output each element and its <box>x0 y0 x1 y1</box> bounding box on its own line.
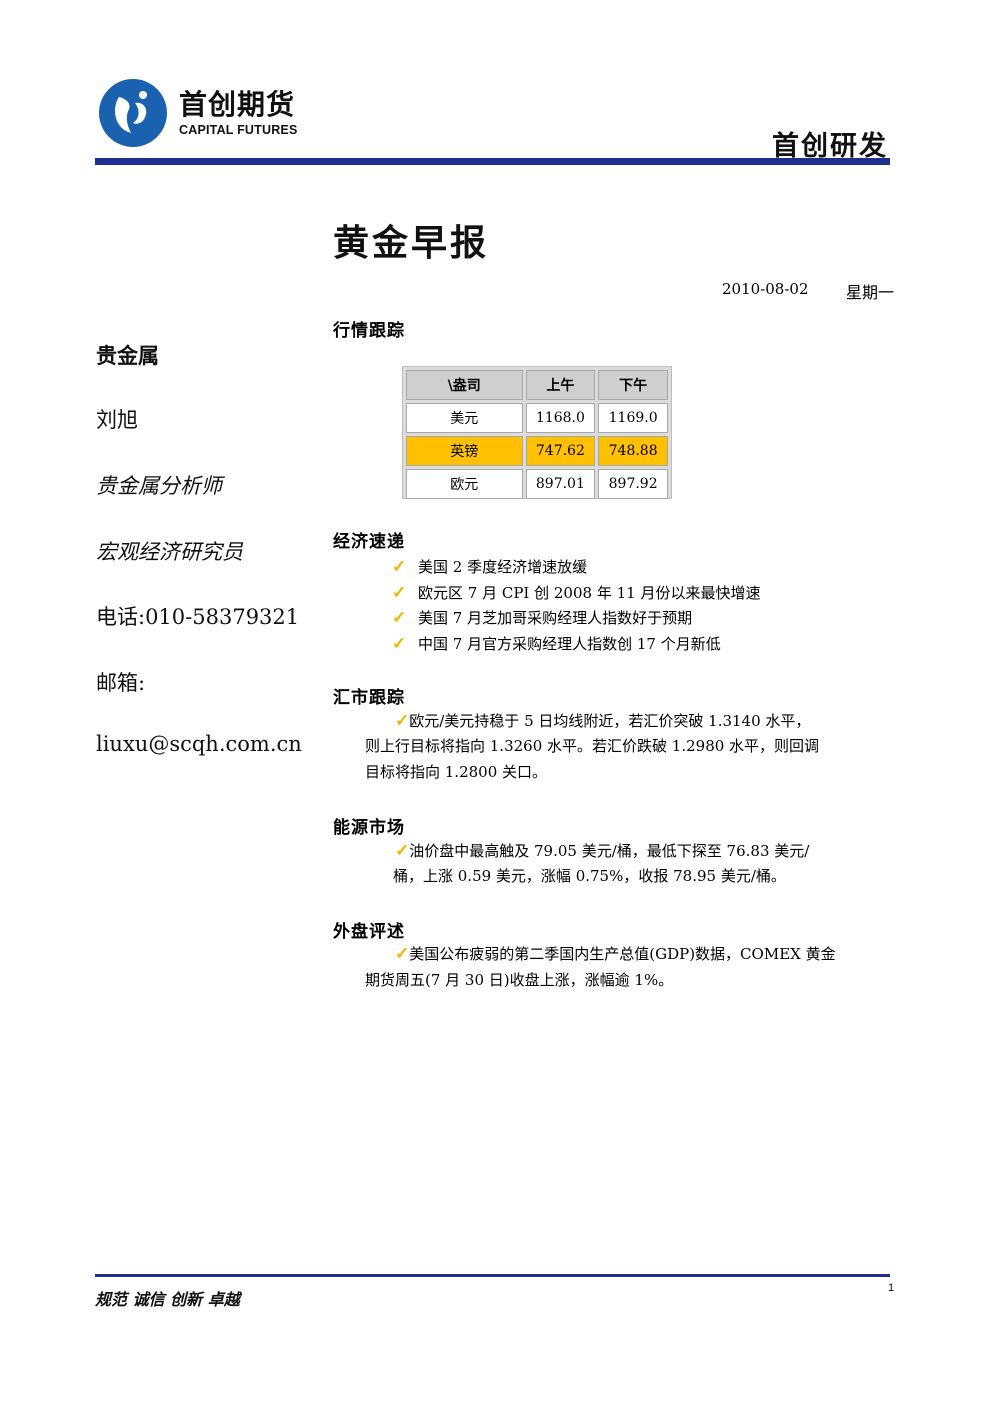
sidebar-role-analyst: 贵金属分析师 <box>96 474 222 498</box>
fx-text-line-2: 则上行目标将指向 1.3260 水平。若汇价跌破 1.2980 水平，则回调 <box>365 737 820 755</box>
gold-quote-table: \盎司 上午 下午 美元 1168.0 1169.0 英镑 747.62 748… <box>402 366 672 499</box>
am-price-cell: 1168.0 <box>525 403 596 433</box>
sidebar-role-researcher: 宏观经济研究员 <box>96 540 243 564</box>
section-fx-heading: 汇市跟踪 <box>333 688 405 708</box>
overseas-text-line-2: 期货周五(7 月 30 日)收盘上涨，涨幅逾 1%。 <box>365 971 674 989</box>
report-title: 黄金早报 <box>333 223 490 264</box>
fx-text-line-3: 目标将指向 1.2800 关口。 <box>365 763 548 781</box>
footer-divider <box>95 1274 890 1277</box>
table-header-row: \盎司 上午 下午 <box>406 370 668 400</box>
currency-cell: 欧元 <box>406 469 523 499</box>
currency-cell: 美元 <box>406 403 523 433</box>
table-row: 美元 1168.0 1169.0 <box>406 403 668 433</box>
energy-text-line-1: ✓油价盘中最高触及 79.05 美元/桶，最低下探至 76.83 美元/ <box>395 841 810 861</box>
pm-price-cell: 748.88 <box>598 436 668 466</box>
company-motto: 规范 诚信 创新 卓越 <box>95 1290 240 1309</box>
list-item: ✓美国 2 季度经济增速放缓 <box>392 556 588 577</box>
table-header-cell: 上午 <box>525 370 596 400</box>
list-item: ✓欧元区 7 月 CPI 创 2008 年 11 月份以来最快增速 <box>392 582 761 603</box>
department-name: 首创研发 <box>772 131 888 162</box>
checkmark-icon: ✓ <box>395 841 410 861</box>
table-header-cell: \盎司 <box>406 370 523 400</box>
section-market-heading: 行情跟踪 <box>333 321 405 341</box>
economy-news-list: ✓美国 2 季度经济增速放缓 ✓欧元区 7 月 CPI 创 2008 年 11 … <box>392 554 760 657</box>
table-row: 欧元 897.01 897.92 <box>406 469 668 499</box>
checkmark-icon: ✓ <box>392 634 407 655</box>
report-date: 2010-08-02 <box>722 280 809 298</box>
report-weekday: 星期一 <box>846 283 895 302</box>
logo-chinese-name: 首创期货 <box>179 88 296 121</box>
checkmark-icon: ✓ <box>395 944 410 964</box>
sidebar-category: 贵金属 <box>96 344 159 368</box>
fx-text-line-1: ✓欧元/美元持稳于 5 日均线附近，若汇价突破 1.3140 水平， <box>395 711 811 731</box>
pm-price-cell: 1169.0 <box>598 403 668 433</box>
logo-english-name: CAPITAL FUTURES <box>179 123 298 137</box>
section-energy-heading: 能源市场 <box>333 818 405 838</box>
am-price-cell: 747.62 <box>525 436 596 466</box>
sidebar-author: 刘旭 <box>96 408 138 432</box>
checkmark-icon: ✓ <box>392 556 407 577</box>
energy-text-line-2: 桶，上涨 0.59 美元，涨幅 0.75%，收报 78.95 美元/桶。 <box>393 867 786 885</box>
sidebar-phone: 电话:010-58379321 <box>96 605 300 629</box>
company-logo: 首创期货 CAPITAL FUTURES <box>97 74 311 152</box>
currency-cell: 英镑 <box>406 436 523 466</box>
list-item: ✓中国 7 月官方采购经理人指数创 17 个月新低 <box>392 634 721 655</box>
sidebar-email[interactable]: liuxu@scqh.com.cn <box>96 732 302 756</box>
section-overseas-heading: 外盘评述 <box>333 922 405 942</box>
overseas-text-line-1: ✓美国公布疲弱的第二季国内生产总值(GDP)数据，COMEX 黄金 <box>395 944 836 964</box>
sidebar-email-label: 邮箱: <box>96 671 146 695</box>
table-row-highlighted: 英镑 747.62 748.88 <box>406 436 668 466</box>
checkmark-icon: ✓ <box>392 608 407 629</box>
list-item: ✓美国 7 月芝加哥采购经理人指数好于预期 <box>392 608 693 629</box>
checkmark-icon: ✓ <box>392 582 407 603</box>
section-economy-heading: 经济速递 <box>333 532 405 552</box>
pm-price-cell: 897.92 <box>598 469 668 499</box>
header-divider <box>95 158 890 165</box>
checkmark-icon: ✓ <box>395 711 410 731</box>
am-price-cell: 897.01 <box>525 469 596 499</box>
capital-futures-logo-icon <box>99 79 167 147</box>
table-header-cell: 下午 <box>598 370 668 400</box>
page-number: 1 <box>888 1282 895 1294</box>
